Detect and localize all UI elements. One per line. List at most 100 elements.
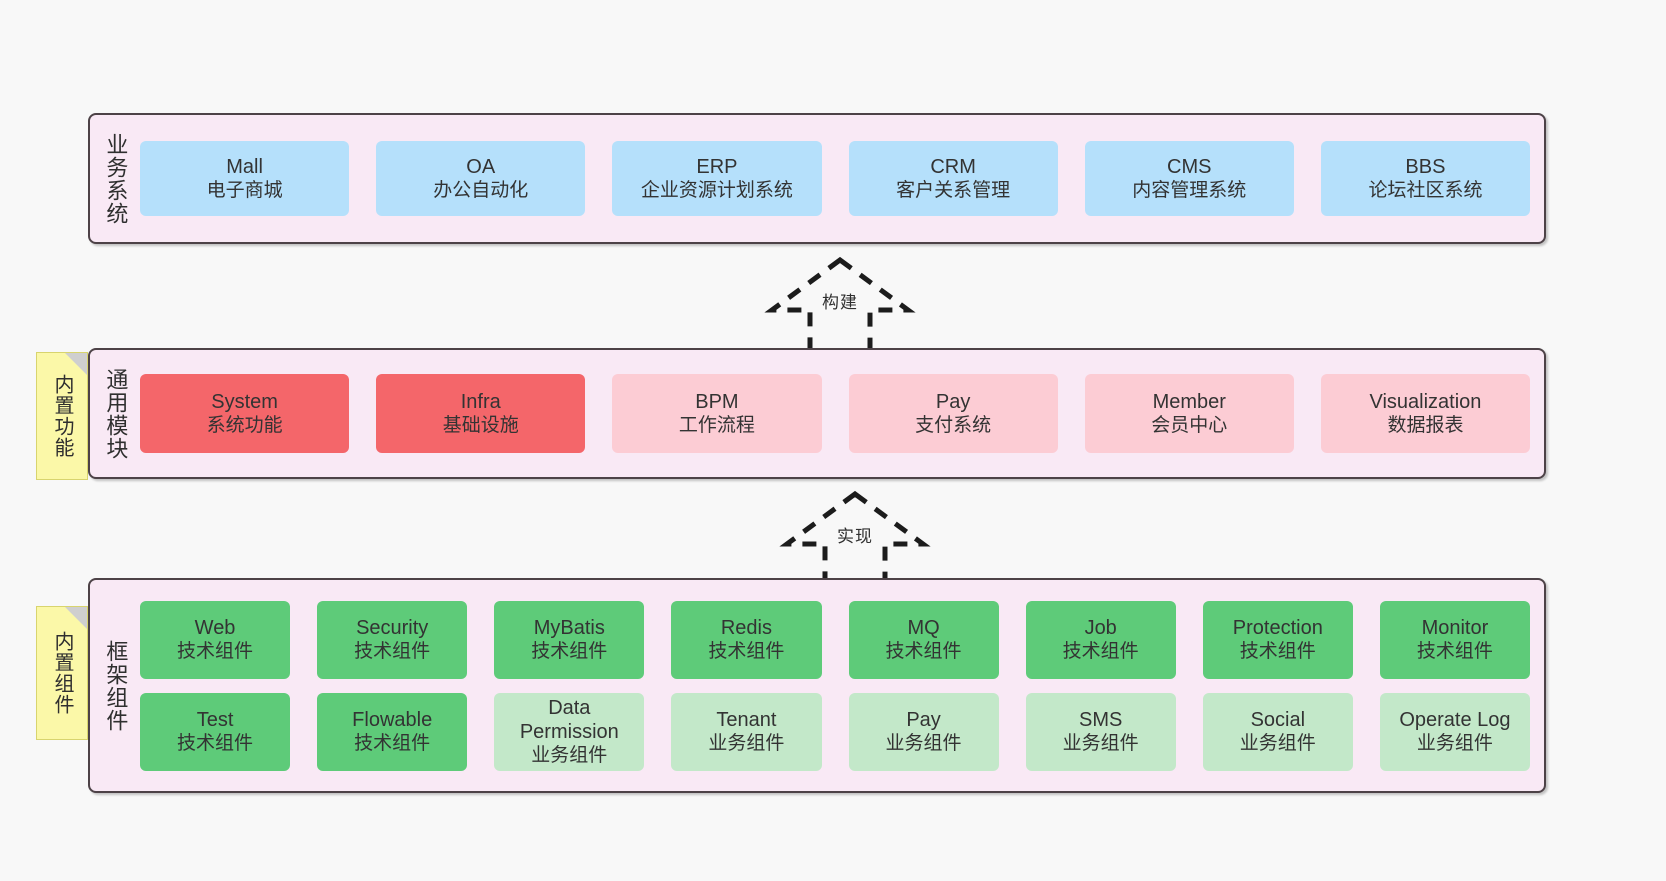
card-monitor[interactable]: Monitor 技术组件: [1379, 600, 1530, 679]
card-bpm[interactable]: BPM 工作流程: [612, 374, 822, 453]
card-title-en: Visualization: [1369, 390, 1482, 413]
card-title-cn: 电子商城: [206, 180, 283, 202]
card-cms[interactable]: CMS 内容管理系统: [1084, 141, 1294, 216]
card-title-en: System: [211, 390, 278, 413]
card-title-cn: 技术组件: [1416, 641, 1493, 663]
layer-common-cards: System 系统功能 Infra 基础设施 BPM 工作流程 Pay 支付系统…: [140, 350, 1544, 477]
card-title-cn: 内容管理系统: [1132, 180, 1247, 202]
card-title-cn: 支付系统: [915, 415, 992, 437]
dashed-hollow-up-arrow-icon: [779, 490, 931, 586]
card-title-en: Test: [196, 708, 234, 731]
card-title-cn: 办公自动化: [433, 180, 529, 202]
card-title-en: Tenant: [716, 708, 777, 731]
card-title-cn: 业务组件: [1239, 733, 1316, 755]
card-title-en: Monitor: [1421, 616, 1489, 639]
card-title-cn: 技术组件: [531, 641, 608, 663]
card-title-en: Operate Log: [1399, 708, 1511, 731]
card-test[interactable]: Test 技术组件: [140, 692, 291, 771]
card-title-cn: 基础设施: [442, 415, 519, 437]
card-title-en: MyBatis: [533, 616, 605, 639]
card-title-en: CRM: [930, 155, 976, 178]
card-crm[interactable]: CRM 客户关系管理: [848, 141, 1058, 216]
layer-title-business-system: 业务系统: [103, 132, 129, 225]
arrow-realize: 实现: [755, 486, 955, 586]
card-mall[interactable]: Mall 电子商城: [140, 141, 350, 216]
card-row: Mall 电子商城 OA 办公自动化 ERP 企业资源计划系统 CRM 客户关系…: [140, 141, 1531, 216]
card-title-en: Job: [1084, 616, 1117, 639]
card-title-cn: 企业资源计划系统: [640, 180, 793, 202]
card-job[interactable]: Job 技术组件: [1025, 600, 1176, 679]
card-row: Web 技术组件 Security 技术组件 MyBatis 技术组件 Redi…: [140, 600, 1530, 679]
card-title-cn: 技术组件: [177, 733, 254, 755]
card-erp[interactable]: ERP 企业资源计划系统: [612, 141, 822, 216]
card-pay-business[interactable]: Pay 业务组件: [848, 692, 999, 771]
card-sms[interactable]: SMS 业务组件: [1025, 692, 1176, 771]
card-title-cn: 技术组件: [885, 641, 962, 663]
dashed-hollow-up-arrow-icon: [764, 256, 916, 352]
card-title-en: Security: [356, 616, 429, 639]
card-pay[interactable]: Pay 支付系统: [848, 374, 1058, 453]
card-security[interactable]: Security 技术组件: [317, 600, 468, 679]
card-title-en: BPM: [695, 390, 739, 413]
layer-common-module: 通用模块 System 系统功能 Infra 基础设施 BPM 工作流程 Pay…: [88, 348, 1546, 479]
card-title-cn: 系统功能: [206, 415, 283, 437]
card-title-cn: 工作流程: [678, 415, 755, 437]
card-operate-log[interactable]: Operate Log 业务组件: [1379, 692, 1530, 771]
card-row: Test 技术组件 Flowable 技术组件 Data Permission …: [140, 692, 1530, 771]
card-title-en: Social: [1250, 708, 1306, 731]
card-web[interactable]: Web 技术组件: [140, 600, 291, 679]
card-title-en: Mall: [226, 155, 263, 178]
layer-title-common-module: 通用模块: [103, 367, 129, 460]
card-title-cn: 技术组件: [1062, 641, 1139, 663]
note-builtin-function: 内置功能: [36, 352, 88, 480]
card-title-en: Data Permission: [519, 696, 619, 743]
card-title-cn: 业务组件: [708, 733, 785, 755]
card-title-cn: 数据报表: [1387, 415, 1464, 437]
layer-framework-cards: Web 技术组件 Security 技术组件 MyBatis 技术组件 Redi…: [140, 580, 1544, 791]
card-bbs[interactable]: BBS 论坛社区系统: [1320, 141, 1531, 216]
card-visualization[interactable]: Visualization 数据报表: [1320, 374, 1531, 453]
card-title-cn: 客户关系管理: [896, 180, 1011, 202]
card-title-cn: 业务组件: [1416, 733, 1493, 755]
card-title-en: Member: [1152, 390, 1226, 413]
card-oa[interactable]: OA 办公自动化: [376, 141, 586, 216]
card-title-en: Infra: [460, 390, 501, 413]
card-member[interactable]: Member 会员中心: [1084, 374, 1294, 453]
card-title-en: CMS: [1167, 155, 1212, 178]
card-title-en: MQ: [907, 616, 940, 639]
card-title-en: Flowable: [352, 708, 433, 731]
card-social[interactable]: Social 业务组件: [1202, 692, 1353, 771]
card-title-cn: 业务组件: [885, 733, 962, 755]
layer-title-framework-component: 框架组件: [103, 639, 129, 732]
card-system[interactable]: System 系统功能: [140, 374, 350, 453]
card-flowable[interactable]: Flowable 技术组件: [317, 692, 468, 771]
card-title-en: BBS: [1405, 155, 1446, 178]
card-title-cn: 论坛社区系统: [1368, 180, 1483, 202]
card-title-cn: 技术组件: [354, 733, 431, 755]
card-row: System 系统功能 Infra 基础设施 BPM 工作流程 Pay 支付系统…: [140, 374, 1531, 453]
card-title-cn: 技术组件: [1239, 641, 1316, 663]
card-title-cn: 业务组件: [531, 745, 608, 767]
card-tenant[interactable]: Tenant 业务组件: [671, 692, 822, 771]
card-title-en: ERP: [696, 155, 738, 178]
note-builtin-component: 内置组件: [36, 606, 88, 740]
card-title-cn: 技术组件: [708, 641, 785, 663]
card-mq[interactable]: MQ 技术组件: [848, 600, 999, 679]
card-redis[interactable]: Redis 技术组件: [671, 600, 822, 679]
layer-framework-component: 框架组件 Web 技术组件 Security 技术组件 MyBatis 技术组件…: [88, 578, 1546, 793]
card-title-en: Pay: [935, 390, 971, 413]
arrow-build: 构建: [740, 252, 940, 352]
card-data-permission[interactable]: Data Permission 业务组件: [494, 692, 645, 771]
card-title-en: Protection: [1232, 616, 1323, 639]
card-title-en: Pay: [906, 708, 941, 731]
layer-business-system: 业务系统 Mall 电子商城 OA 办公自动化 ERP 企业资源计划系统 CRM…: [88, 113, 1546, 244]
card-title-en: Web: [194, 616, 236, 639]
card-infra[interactable]: Infra 基础设施: [376, 374, 586, 453]
card-title-cn: 技术组件: [354, 641, 431, 663]
card-mybatis[interactable]: MyBatis 技术组件: [494, 600, 645, 679]
card-protection[interactable]: Protection 技术组件: [1202, 600, 1353, 679]
layer-business-cards: Mall 电子商城 OA 办公自动化 ERP 企业资源计划系统 CRM 客户关系…: [140, 115, 1544, 242]
card-title-cn: 会员中心: [1151, 415, 1228, 437]
card-title-en: OA: [466, 155, 496, 178]
